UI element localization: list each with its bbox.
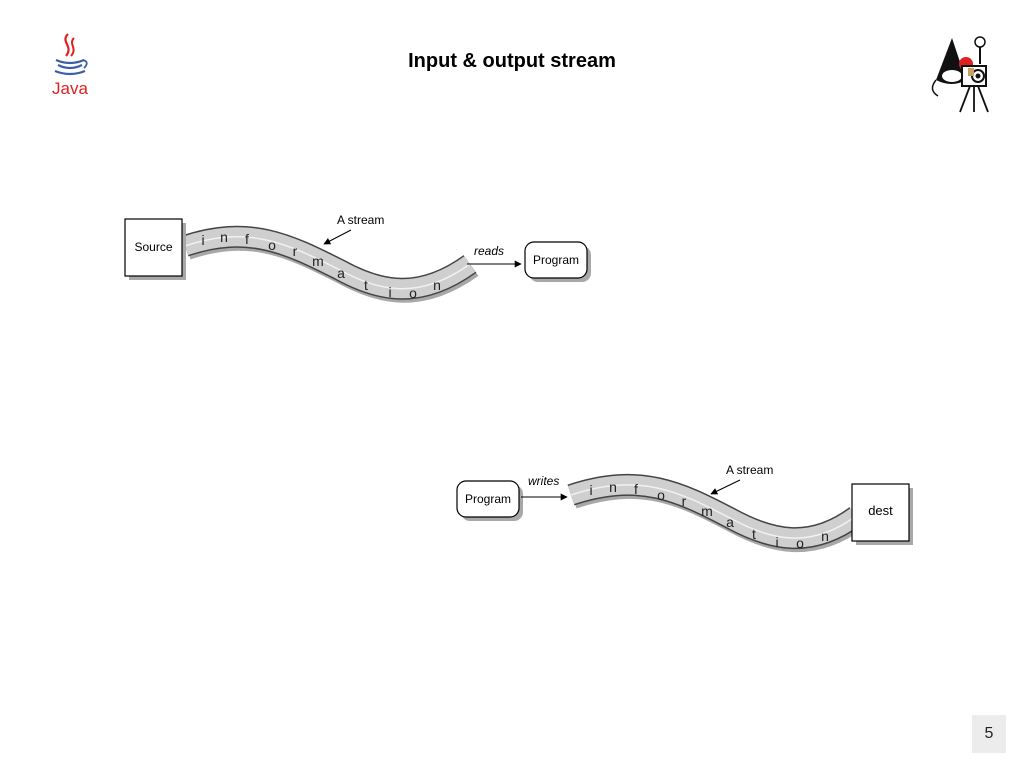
reads-label: reads — [474, 244, 504, 258]
output-letter-3: o — [657, 487, 665, 503]
output-stream-diagram: i n f o r m a t i o n Program writes A s… — [456, 463, 913, 553]
output-letter-4: r — [682, 493, 687, 509]
input-letter-9: o — [409, 285, 417, 301]
input-ribbon-highlight — [184, 236, 471, 290]
input-letter-7: t — [364, 277, 368, 293]
duke-camera-icon — [922, 30, 998, 114]
output-letter-0: i — [589, 482, 592, 498]
input-letter-10: n — [433, 277, 441, 293]
input-program-label: Program — [533, 253, 579, 267]
output-ribbon-highlight — [570, 484, 857, 539]
slide-title: Input & output stream — [408, 50, 616, 72]
output-letter-8: i — [775, 534, 778, 550]
input-letter-2: f — [245, 231, 249, 247]
output-stream-pointer — [710, 479, 741, 495]
java-logo-text: Java — [52, 79, 88, 98]
input-stream-diagram: i n f o r m a t i o n Source A stream re… — [124, 213, 591, 303]
output-letter-7: t — [752, 526, 756, 542]
input-letter-5: m — [312, 253, 324, 269]
input-stream-pointer — [323, 229, 352, 245]
page-number: 5 — [972, 715, 1006, 753]
source-box — [124, 218, 183, 277]
output-letter-6: a — [726, 514, 734, 530]
output-stream-label: A stream — [726, 463, 773, 477]
output-letter-1: n — [609, 479, 617, 495]
input-letter-8: i — [388, 284, 391, 300]
writes-label: writes — [528, 474, 559, 488]
output-program-label: Program — [465, 492, 511, 506]
input-letter-4: r — [293, 243, 298, 259]
input-program-box — [524, 241, 588, 279]
output-letter-9: o — [796, 535, 804, 551]
dest-box — [851, 483, 910, 542]
input-letter-3: o — [268, 237, 276, 253]
output-letter-2: f — [634, 481, 638, 497]
output-program-box — [456, 480, 520, 518]
input-letter-6: a — [337, 265, 345, 281]
output-letter-10: n — [821, 528, 829, 544]
input-stream-label: A stream — [337, 213, 384, 227]
input-letter-0: i — [201, 232, 204, 248]
java-logo: Java — [46, 30, 94, 100]
input-letter-1: n — [220, 229, 228, 245]
output-letter-5: m — [701, 503, 713, 519]
dest-label: dest — [868, 503, 893, 518]
source-label: Source — [134, 240, 172, 254]
